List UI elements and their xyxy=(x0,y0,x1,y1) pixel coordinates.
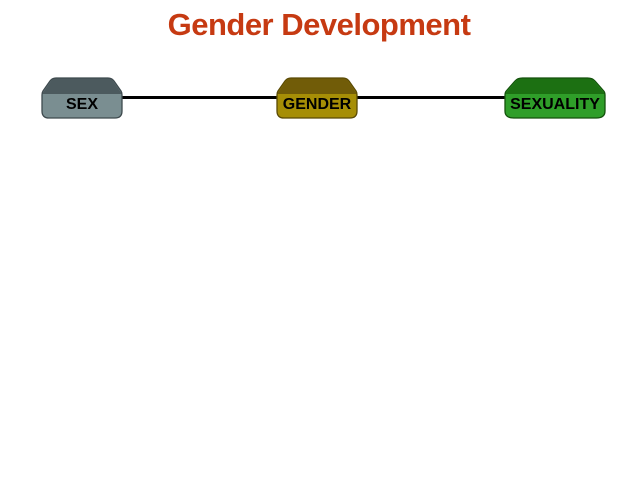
node-gender-label: GENDER xyxy=(282,96,352,113)
node-gender: GENDER xyxy=(277,78,357,118)
node-sexuality-outline xyxy=(505,78,605,118)
slide-title: Gender Development xyxy=(167,7,471,42)
node-sexuality-shape xyxy=(505,78,605,118)
node-sexuality-label: SEXUALITY xyxy=(510,96,600,113)
node-sex-label: SEX xyxy=(65,96,98,113)
node-sexuality-top-face xyxy=(505,78,605,94)
node-gender-top-face xyxy=(277,78,357,94)
node-sex-top-face xyxy=(42,78,122,94)
node-sex: SEX xyxy=(42,78,122,118)
node-gender-shape xyxy=(277,78,357,118)
node-sexuality: SEXUALITY xyxy=(505,78,605,118)
node-gender-outline xyxy=(277,78,357,118)
node-sex-outline xyxy=(42,78,122,118)
node-sex-shape xyxy=(42,78,122,118)
